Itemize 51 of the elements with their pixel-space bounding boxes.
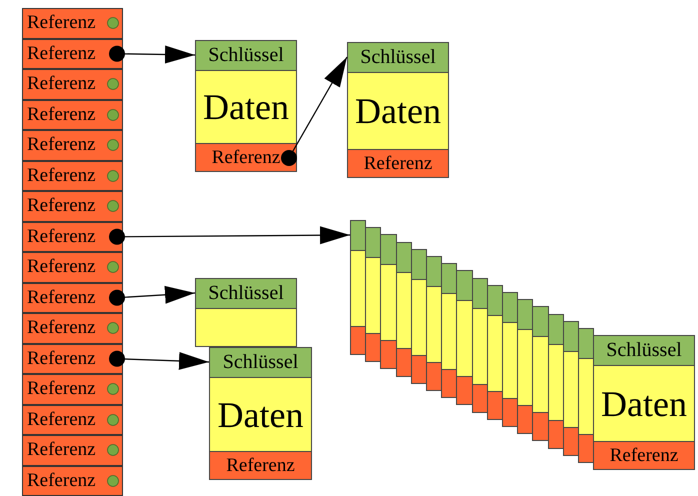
reference-field: Referenz — [348, 149, 448, 177]
stacked-card — [578, 328, 594, 463]
reference-cell: Referenz — [22, 191, 123, 222]
stacked-card — [410, 248, 427, 384]
list-node-card — [209, 347, 312, 480]
pointer-arrow — [109, 350, 210, 370]
key-field: Schlüssel — [196, 279, 296, 309]
stacked-card — [396, 242, 412, 377]
reference-cell: Referenz — [22, 38, 123, 69]
reference-field: Referenz — [594, 441, 694, 469]
reference-cell: Referenz — [22, 344, 123, 374]
stacked-card — [472, 278, 488, 413]
reference-cell: Referenz — [22, 313, 123, 344]
list-node-card — [195, 278, 297, 347]
reference-cell: Referenz — [22, 8, 123, 38]
stacked-card — [426, 256, 442, 391]
stacked-card — [502, 292, 518, 427]
pointer-arrow — [109, 46, 196, 64]
pointer-arrow — [109, 226, 350, 245]
stacked-card — [486, 284, 503, 420]
stacked-card — [548, 314, 564, 449]
reference-cell: Referenz — [22, 69, 123, 100]
reference-cell: Referenz — [22, 252, 123, 282]
reference-cell: Referenz — [22, 466, 123, 496]
pointer-arrow — [109, 286, 196, 306]
reference-cell: Referenz — [22, 282, 123, 313]
stacked-card — [456, 270, 473, 406]
pointer-arrow — [281, 56, 348, 166]
reference-field: Referenz — [196, 143, 296, 171]
key-field: Schlüssel — [196, 41, 296, 71]
list-node-card — [195, 40, 297, 172]
reference-cell: Referenz — [22, 160, 123, 191]
reference-cell: Referenz — [22, 404, 123, 435]
key-field: Schlüssel — [210, 348, 311, 378]
list-node-card — [593, 335, 695, 470]
reference-field: Referenz — [210, 451, 311, 479]
stacked-card — [532, 306, 549, 442]
list-node-card — [347, 42, 449, 178]
key-field: Schlüssel — [594, 336, 694, 366]
stacked-card — [365, 227, 382, 362]
reference-cell: Referenz — [22, 374, 123, 404]
stacked-card — [562, 320, 579, 456]
reference-cell: Referenz — [22, 222, 123, 252]
stacked-card — [517, 299, 534, 434]
key-field: Schlüssel — [348, 43, 448, 73]
stacked-card — [380, 234, 397, 370]
reference-cell: Referenz — [22, 100, 123, 130]
stacked-card — [350, 220, 366, 355]
reference-cell: Referenz — [22, 130, 123, 160]
stacked-card — [441, 263, 458, 398]
reference-cell: Referenz — [22, 435, 123, 466]
